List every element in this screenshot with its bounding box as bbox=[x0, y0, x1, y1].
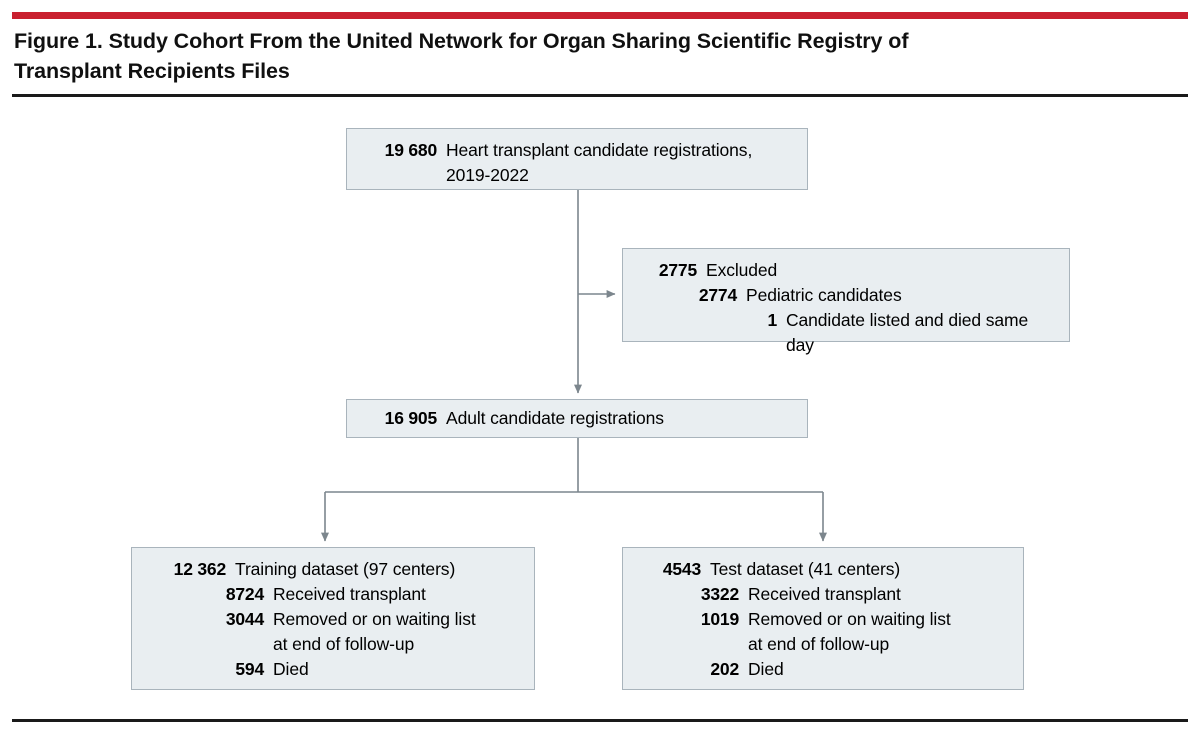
row-count: 8724 bbox=[225, 584, 264, 604]
node-registrations: 19 680 Heart transplant candidate regist… bbox=[346, 128, 808, 190]
row-count: 4543 bbox=[662, 559, 701, 579]
node-row: 1 Candidate listed and died same day bbox=[635, 308, 1057, 358]
node-row: 19 680 Heart transplant candidate regist… bbox=[359, 138, 795, 188]
row-count: 1 bbox=[767, 310, 777, 330]
row-label: Removed or on waiting list at end of fol… bbox=[748, 609, 951, 654]
row-label: Received transplant bbox=[748, 584, 901, 604]
row-count: 594 bbox=[235, 659, 264, 679]
row-label: Adult candidate registrations bbox=[446, 407, 664, 428]
node-excluded: 2775 Excluded 2774 Pediatric candidates … bbox=[622, 248, 1070, 355]
row-label: Excluded bbox=[706, 260, 778, 280]
row-count: 1019 bbox=[700, 609, 739, 629]
node-row: 2774 Pediatric candidates bbox=[635, 283, 1057, 308]
node-row: 8724 Received transplant bbox=[144, 582, 522, 607]
row-count: 16 905 bbox=[384, 407, 438, 428]
row-label: Died bbox=[273, 659, 309, 679]
node-test-dataset: 4543 Test dataset (41 centers) 3322 Rece… bbox=[622, 547, 1024, 690]
top-accent-rule bbox=[12, 12, 1188, 19]
row-label: Pediatric candidates bbox=[746, 285, 902, 305]
row-label: Received transplant bbox=[273, 584, 426, 604]
row-label: Died bbox=[748, 659, 784, 679]
row-count: 202 bbox=[710, 659, 739, 679]
node-row: 3322 Received transplant bbox=[635, 582, 1011, 607]
row-count: 19 680 bbox=[384, 140, 438, 160]
row-label: Test dataset (41 centers) bbox=[710, 559, 901, 579]
node-training-dataset: 12 362 Training dataset (97 centers) 872… bbox=[131, 547, 535, 690]
node-adult-registrations: 16 905 Adult candidate registrations bbox=[346, 399, 808, 438]
row-count: 2775 bbox=[658, 260, 697, 280]
node-row: 594 Died bbox=[144, 657, 522, 682]
row-count: 12 362 bbox=[173, 559, 227, 579]
row-count: 2774 bbox=[698, 285, 737, 305]
node-row: 12 362 Training dataset (97 centers) bbox=[144, 557, 522, 582]
row-count: 3322 bbox=[700, 584, 739, 604]
row-label: Removed or on waiting list at end of fol… bbox=[273, 609, 476, 654]
row-label: Heart transplant candidate registrations… bbox=[446, 140, 753, 185]
header-divider-rule bbox=[12, 94, 1188, 97]
row-label: Candidate listed and died same day bbox=[786, 310, 1029, 355]
row-count: 3044 bbox=[225, 609, 264, 629]
figure-title: Figure 1. Study Cohort From the United N… bbox=[14, 29, 909, 83]
node-row: 202 Died bbox=[635, 657, 1011, 682]
node-row: 1019 Removed or on waiting list at end o… bbox=[635, 607, 1011, 657]
node-row: 2775 Excluded bbox=[635, 258, 1057, 283]
node-row: 16 905 Adult candidate registrations bbox=[359, 406, 795, 431]
bottom-divider-rule bbox=[12, 719, 1188, 722]
row-label: Training dataset (97 centers) bbox=[235, 559, 456, 579]
node-row: 4543 Test dataset (41 centers) bbox=[635, 557, 1011, 582]
node-row: 3044 Removed or on waiting list at end o… bbox=[144, 607, 522, 657]
